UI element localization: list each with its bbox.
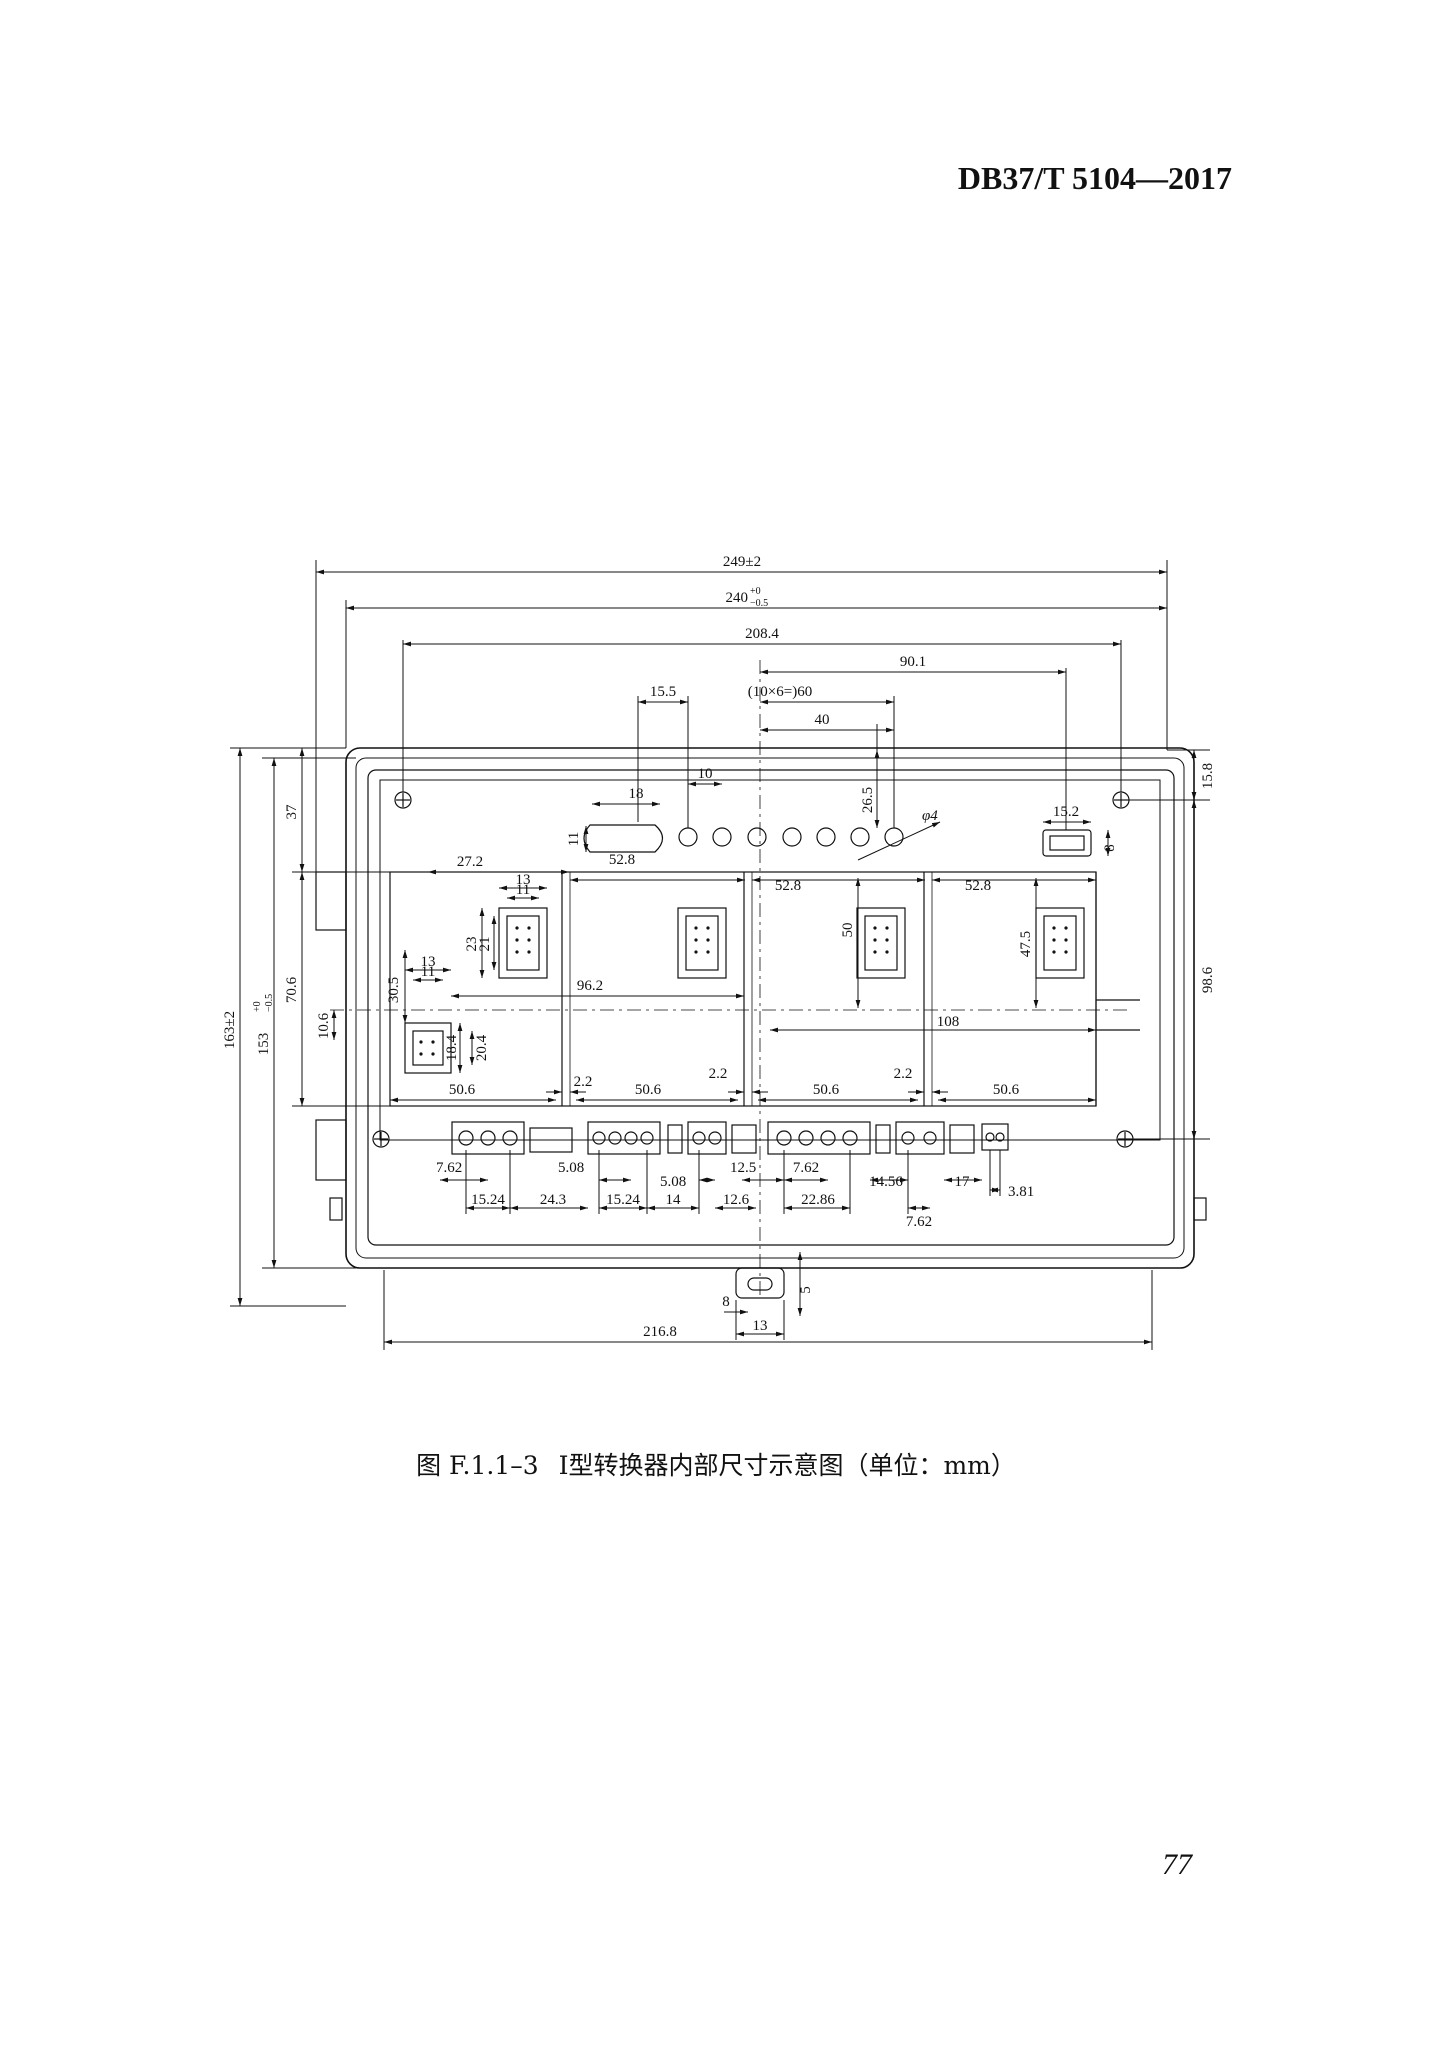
dim-13-c: 13 xyxy=(753,1318,768,1334)
dim-18: 18 xyxy=(629,786,644,802)
dim-37: 37 xyxy=(284,804,300,820)
front-indicators xyxy=(583,824,1092,857)
dim-18-4: 18.4 xyxy=(444,1034,460,1061)
dim-20-4: 20.4 xyxy=(474,1034,490,1061)
dim-10: 10 xyxy=(698,766,713,782)
dim-15-2: 15.2 xyxy=(1053,804,1079,820)
dim-52-8-a: 52.8 xyxy=(609,852,635,868)
dim-96-2: 96.2 xyxy=(577,978,603,994)
dim-8-b: 8 xyxy=(722,1294,730,1310)
dim-15-24-a: 15.24 xyxy=(471,1192,505,1208)
dim-11: 11 xyxy=(566,832,582,846)
dim-15-24-b: 15.24 xyxy=(606,1192,640,1208)
dim-17: 17 xyxy=(955,1174,971,1190)
dim-208-4: 208.4 xyxy=(745,626,779,642)
dimension-lines xyxy=(230,560,1210,1350)
dim-7-62-b: 7.62 xyxy=(793,1160,819,1176)
dim-phi4: φ4 xyxy=(922,808,938,824)
dim-13-b: 13 xyxy=(421,954,436,970)
dim-240-sub: −0.5 xyxy=(750,598,768,609)
dim-50-6-a: 50.6 xyxy=(449,1082,476,1098)
dim-7-62-a: 7.62 xyxy=(436,1160,462,1176)
dim-12-5: 12.5 xyxy=(730,1160,756,1176)
dim-15-8: 15.8 xyxy=(1200,763,1216,789)
dim-240-sup: +0 xyxy=(750,586,761,597)
dim-153-sup: +0 xyxy=(252,1001,263,1012)
dim-60: (10×6=)60 xyxy=(748,684,812,700)
page-number: 77 xyxy=(1162,1848,1192,1881)
dim-10-6: 10.6 xyxy=(316,1012,332,1039)
dim-22-86: 22.86 xyxy=(801,1192,835,1208)
dim-30-5: 30.5 xyxy=(386,977,402,1003)
terminal-blocks xyxy=(451,1121,1009,1155)
dim-47-5: 47.5 xyxy=(1018,931,1034,957)
dim-5: 5 xyxy=(798,1286,814,1294)
dim-13-a: 13 xyxy=(516,872,531,888)
dim-14-56: 14.56 xyxy=(869,1174,903,1190)
dimension-labels: 249±2 240 +0 −0.5 208.4 90.1 15.5 (10×6=… xyxy=(222,554,1216,1340)
dim-52-8-b: 52.8 xyxy=(775,878,801,894)
standard-code: DB37/T 5104—2017 xyxy=(957,160,1232,196)
dim-2-2-b: 2.2 xyxy=(709,1066,728,1082)
dim-24-3: 24.3 xyxy=(540,1192,566,1208)
dim-26-5: 26.5 xyxy=(860,787,876,813)
dim-98-6: 98.6 xyxy=(1200,966,1216,993)
dim-108: 108 xyxy=(937,1014,960,1030)
dim-27-2: 27.2 xyxy=(457,854,483,870)
dim-163: 163±2 xyxy=(222,1011,238,1049)
dim-70-6: 70.6 xyxy=(284,976,300,1003)
dim-40: 40 xyxy=(815,712,830,728)
dim-50-6-b: 50.6 xyxy=(635,1082,662,1098)
pcb-region xyxy=(389,871,1140,1107)
dim-11-b: 11 xyxy=(516,882,530,898)
dim-240: 240 xyxy=(726,590,749,606)
dim-12-6: 12.6 xyxy=(723,1192,750,1208)
dim-5-08-a: 5.08 xyxy=(558,1160,584,1176)
dim-249: 249±2 xyxy=(723,554,761,570)
dim-2-2-a: 2.2 xyxy=(574,1074,593,1090)
figure-title: Ⅰ型转换器内部尺寸示意图（单位：mm） xyxy=(558,1451,1016,1480)
dim-50: 50 xyxy=(840,923,856,938)
dim-21: 21 xyxy=(477,937,493,952)
figure-number: 图 F.1.1–3 xyxy=(416,1451,539,1480)
cable-entry xyxy=(735,1267,785,1299)
dim-5-08-b: 5.08 xyxy=(660,1174,686,1190)
dim-8: 8 xyxy=(1102,844,1118,852)
enclosure-outline xyxy=(345,747,1195,1269)
dim-15-5: 15.5 xyxy=(650,684,676,700)
dim-90-1: 90.1 xyxy=(900,654,926,670)
dim-50-6-d: 50.6 xyxy=(993,1082,1020,1098)
dim-2-2-c: 2.2 xyxy=(894,1066,913,1082)
dim-23: 23 xyxy=(464,937,480,952)
figure-caption: 图 F.1.1–3 Ⅰ型转换器内部尺寸示意图（单位：mm） xyxy=(0,1446,1432,1482)
dim-52-8-c: 52.8 xyxy=(965,878,991,894)
dim-3-81: 3.81 xyxy=(1008,1184,1034,1200)
dim-11-c: 11 xyxy=(421,964,435,980)
connector-pins xyxy=(419,926,1068,1056)
center-lines xyxy=(330,660,1130,1300)
dim-216-8: 216.8 xyxy=(643,1324,677,1340)
dim-153-sub: −0.5 xyxy=(264,994,275,1012)
dim-14: 14 xyxy=(666,1192,682,1208)
dim-50-6-c: 50.6 xyxy=(813,1082,840,1098)
dim-153: 153 xyxy=(256,1033,272,1056)
dim-7-62-c: 7.62 xyxy=(906,1214,932,1230)
